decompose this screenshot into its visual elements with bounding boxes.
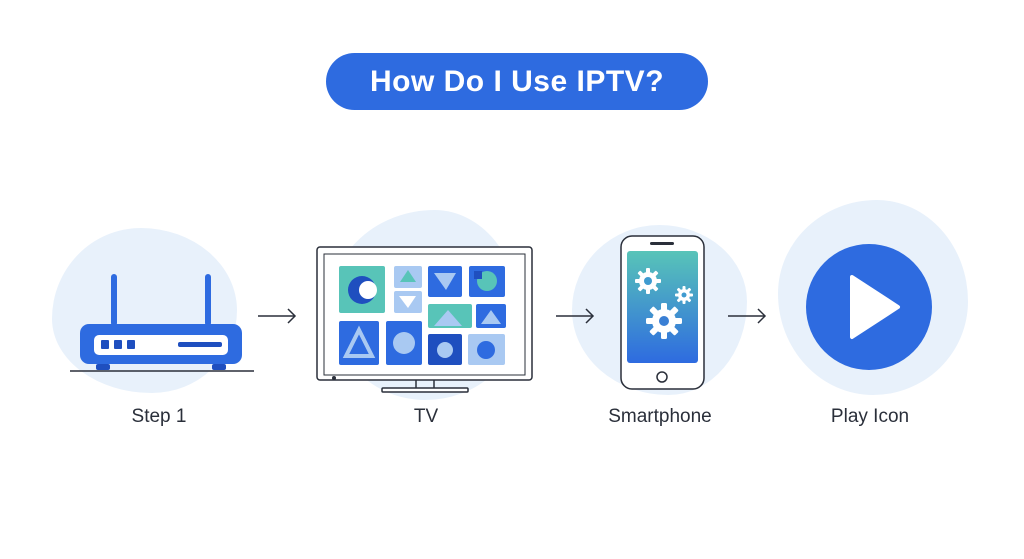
page-title: How Do I Use IPTV?: [326, 53, 708, 110]
tv-icon: [316, 246, 533, 393]
smartphone-icon: [620, 235, 705, 390]
arrow-right-icon: [258, 308, 297, 324]
play-icon: [806, 244, 932, 370]
router-icon: [70, 274, 254, 372]
step-label-play-icon: Play Icon: [830, 406, 910, 427]
step-label-smartphone: Smartphone: [608, 406, 712, 427]
arrow-right-icon: [556, 308, 595, 324]
step-label-tv: TV: [413, 406, 439, 427]
step-label-step-1: Step 1: [131, 406, 187, 427]
arrow-right-icon: [728, 308, 767, 324]
